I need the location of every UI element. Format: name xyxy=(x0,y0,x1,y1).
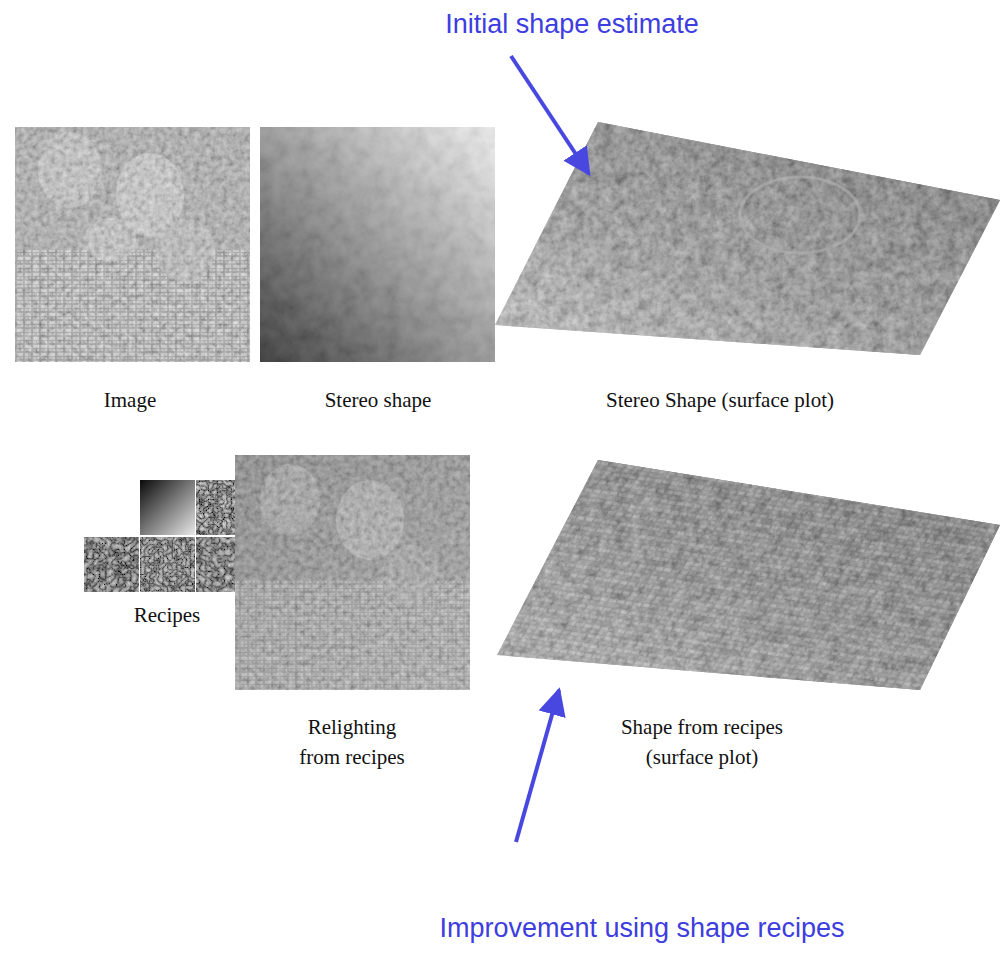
surface-plot xyxy=(495,122,1000,355)
figure-caption: Shape from recipes (surface plot) xyxy=(600,712,804,773)
callout-text: Initial shape estimate xyxy=(332,8,812,40)
surface-plot xyxy=(497,460,1000,690)
relighting-image xyxy=(235,455,470,690)
figure-caption: Stereo Shape (surface plot) xyxy=(550,385,890,415)
stereo-depth-map xyxy=(260,127,495,362)
callout-text: Improvement using shape recipes xyxy=(352,912,932,944)
figure-caption: Relighting from recipes xyxy=(286,712,418,773)
photo-image xyxy=(15,127,250,362)
figure-caption: Image xyxy=(30,385,230,415)
callout-arrow xyxy=(516,690,559,842)
recipe-tiles xyxy=(84,480,251,592)
figure-caption: Recipes xyxy=(92,600,242,630)
figure-caption: Stereo shape xyxy=(268,385,488,415)
callout-arrow xyxy=(511,56,589,174)
